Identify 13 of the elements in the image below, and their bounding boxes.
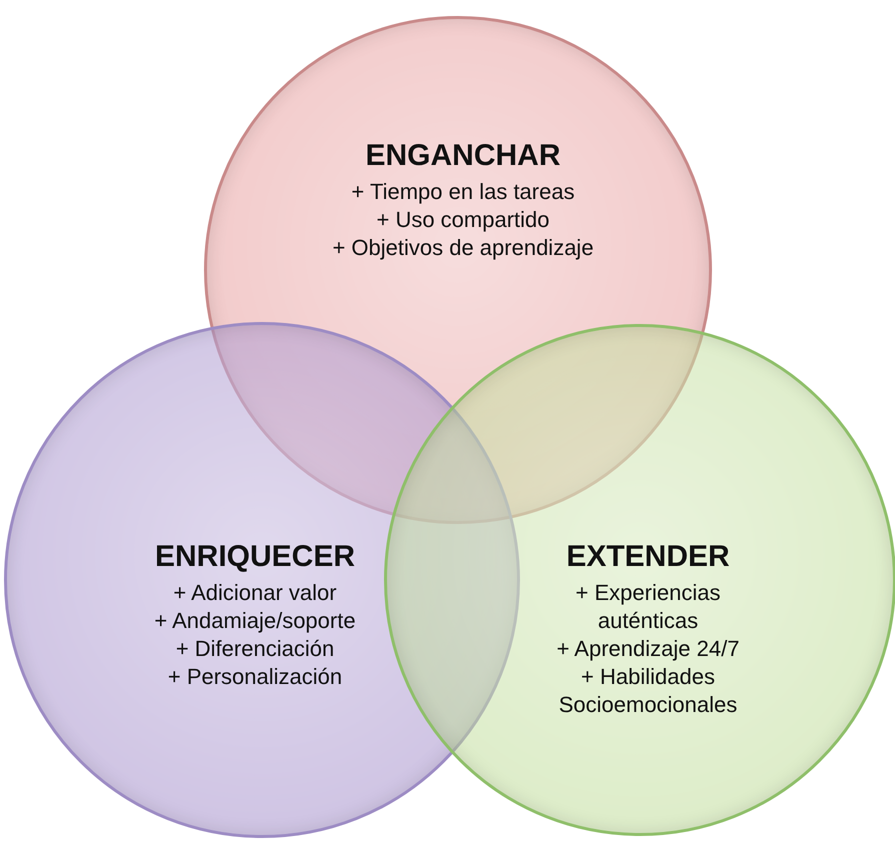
circle-heading: EXTENDER [565,539,731,575]
list-item: + Diferenciación [174,635,336,663]
list-item: + Personalización [166,663,344,691]
list-item: + Aprendizaje 24/7 [556,635,740,663]
circle-heading: ENRIQUECER [154,539,356,575]
list-item: + Adicionar valor [172,579,338,607]
list-item: + Habilidades Socioemocionales [558,663,738,719]
list-item: + Tiempo en las tareas [350,178,576,206]
list-item: + Andamiaje/soporte [153,607,357,635]
circle-heading: ENGANCHAR [364,138,562,174]
list-item: + Objetivos de aprendizaje [331,234,595,262]
list-item: + Experiencias auténticas [574,579,722,635]
list-item: + Uso compartido [375,206,551,234]
